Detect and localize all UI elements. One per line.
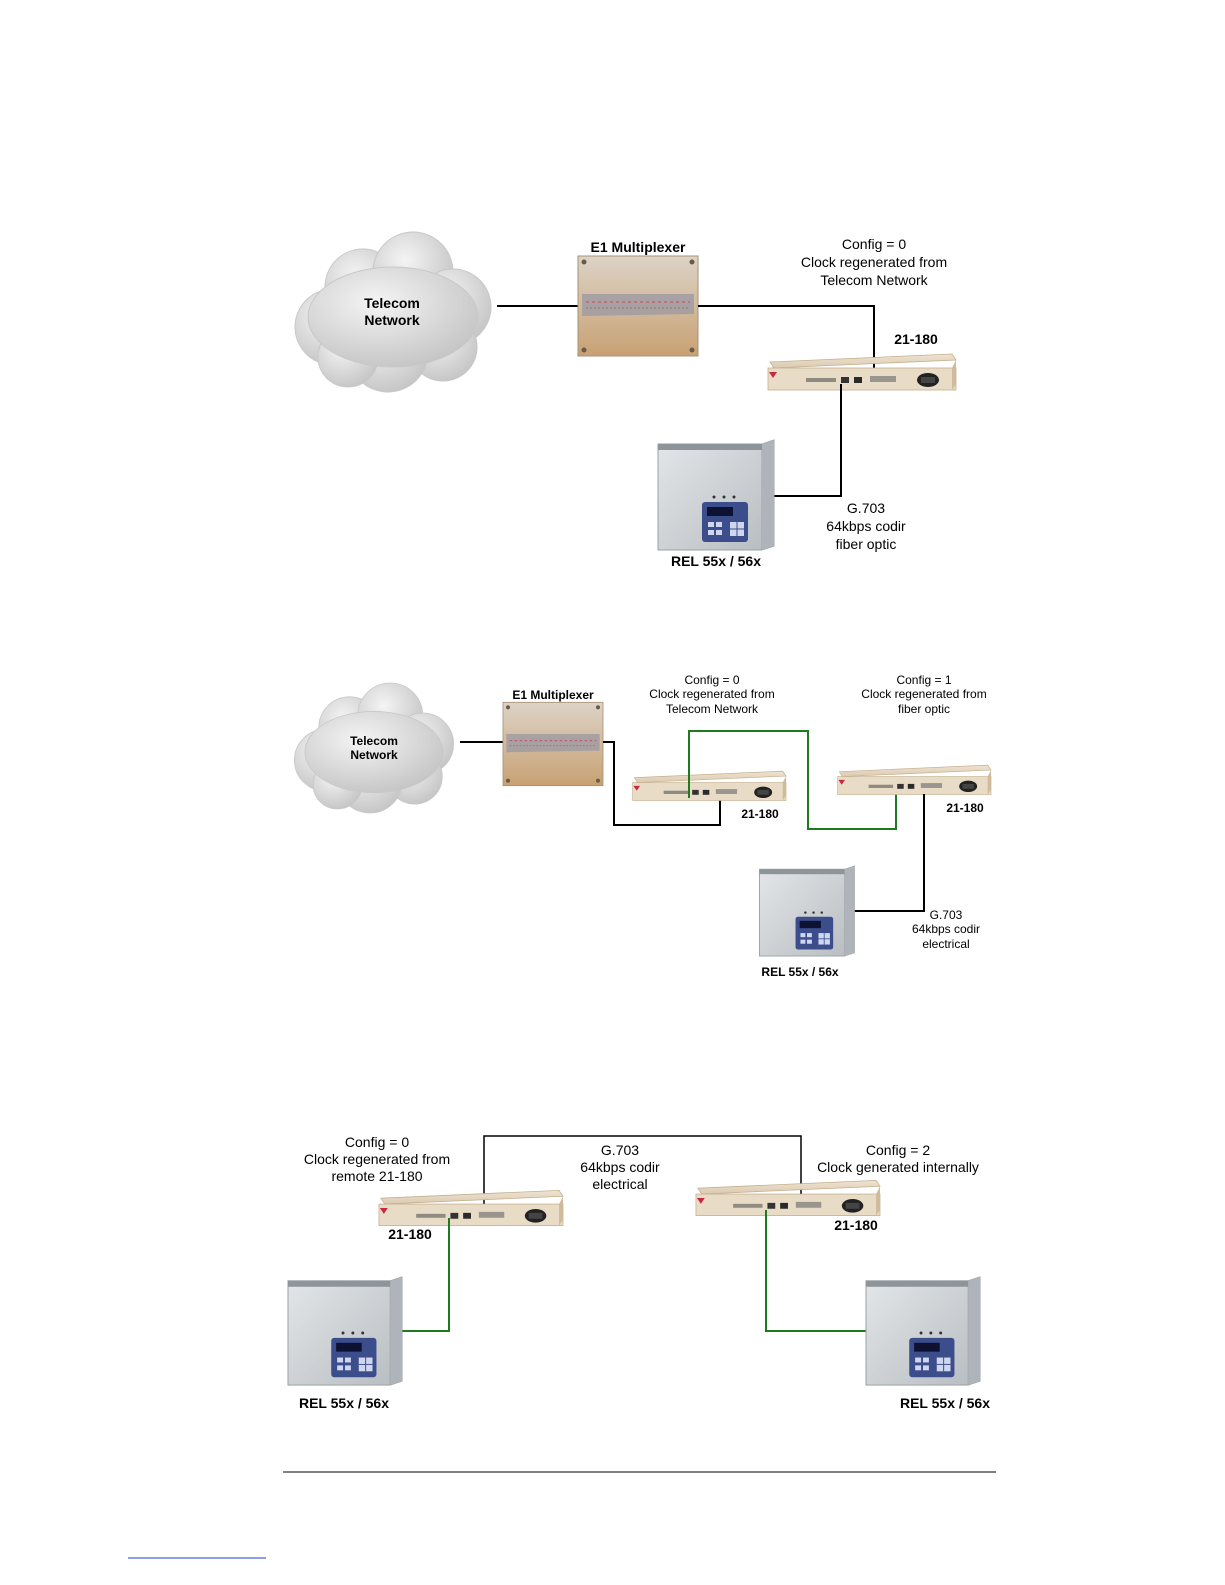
cloud-label-line-2: Network [350,748,398,762]
config-note-line-2: Clock regenerated from [801,254,947,270]
e1-multiplexer [502,701,604,787]
device-left-label: 21-180 [388,1226,432,1242]
relay-rel-55x-56x [759,865,855,957]
config-note-a-line-1: Config = 0 [684,673,739,687]
link-note-line-1: G.703 [601,1142,639,1158]
relay-right-label: REL 55x / 56x [900,1395,990,1411]
link-note-line-2: 64kbps codir [912,922,980,936]
link-note-line-2: 64kbps codir [826,518,906,534]
link-note-line-3: fiber optic [836,536,897,552]
relay-rel-55x-56x [657,439,775,551]
cloud-label-line-2: Network [364,312,419,328]
link-device-relay [770,384,842,497]
link-note-line-1: G.703 [847,500,885,516]
device-right-label: 21-180 [834,1217,878,1233]
device-label: 21-180 [894,331,938,347]
link-device-right-relay-right [765,1210,870,1332]
e1-multiplexer [577,255,699,357]
config-note-left-line-3: remote 21-180 [331,1168,422,1184]
relay-left-label: REL 55x / 56x [299,1395,389,1411]
config-note-a-line-2: Clock regenerated from [649,687,774,701]
link-note-line-3: electrical [922,937,969,951]
relay-left-rel-55x-56x [287,1276,403,1386]
config-note-left-line-1: Config = 0 [345,1134,409,1150]
diagram-3: Config = 0 Clock regenerated from remote… [287,1134,990,1411]
config-note-b-line-1: Config = 1 [896,673,951,687]
diagram-2: Telecom Network E1 Multiplexer 21-180 Co… [293,673,992,979]
link-device-left-relay-left [397,1218,450,1332]
relay-label: REL 55x / 56x [671,553,761,569]
link-note-line-2: 64kbps codir [580,1159,660,1175]
config-note-a-line-3: Telecom Network [666,702,759,716]
device-21-180 [767,353,957,391]
device-21-180-right [695,1179,881,1217]
device-21-180-left [378,1189,564,1227]
cloud-label-line-1: Telecom [350,734,398,748]
config-note-right-line-1: Config = 2 [866,1142,930,1158]
cloud-label-line-1: Telecom [364,295,420,311]
config-note-b-line-2: Clock regenerated from [861,687,986,701]
link-device-left-device-right [483,1135,802,1214]
config-note-right-line-2: Clock generated internally [817,1159,979,1175]
relay-label: REL 55x / 56x [761,965,838,979]
link-device-b-relay [852,794,925,912]
link-note-line-3: electrical [592,1176,647,1192]
config-note-left-line-2: Clock regenerated from [304,1151,450,1167]
mux-title: E1 Multiplexer [591,239,686,255]
device-21-180-b [837,764,992,795]
config-note-line-1: Config = 0 [842,236,906,252]
diagram-1: Telecom Network E1 Multiplexer Config = … [294,231,957,569]
config-note-b-line-3: fiber optic [898,702,950,716]
device-b-label: 21-180 [946,801,984,815]
fiber-link-device-a-device-b [688,730,897,830]
link-mux-device-a [603,741,721,826]
device-a-label: 21-180 [741,807,779,821]
link-mux-device [698,305,875,382]
relay-right-rel-55x-56x [865,1276,981,1386]
device-21-180-a [632,770,787,801]
link-note-line-1: G.703 [930,908,963,922]
mux-title: E1 Multiplexer [512,688,594,702]
config-note-line-3: Telecom Network [820,272,928,288]
